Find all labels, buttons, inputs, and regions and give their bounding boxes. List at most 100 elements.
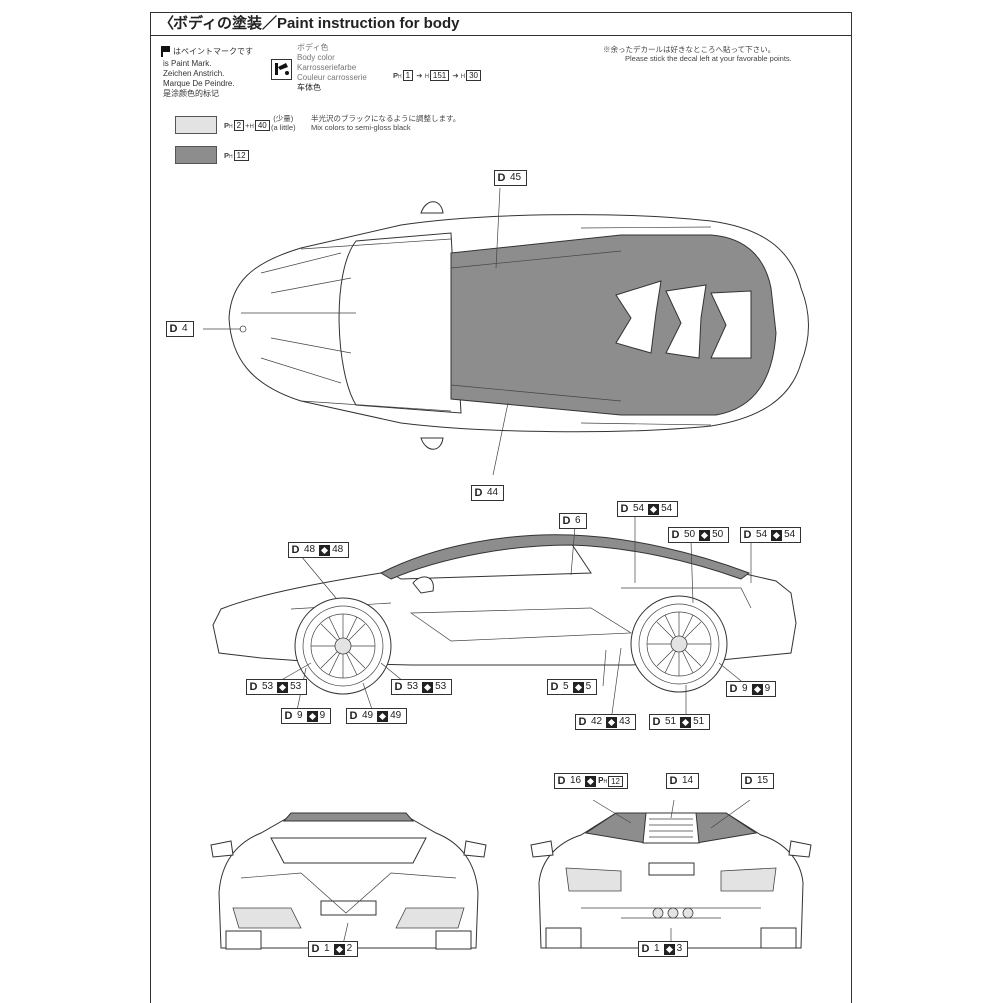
decal-icon <box>606 716 618 728</box>
mix-description-en: Mix colors to semi-gloss black <box>311 123 411 132</box>
decal-icon <box>306 710 318 722</box>
decal-icon <box>680 716 692 728</box>
callout-d51: D 51 51 <box>649 714 711 730</box>
front-view-car <box>210 812 487 950</box>
decal-letter: D <box>578 716 587 728</box>
decal-number: 54 <box>661 503 673 514</box>
decal-icon <box>277 681 289 693</box>
decal-icon <box>333 943 345 955</box>
decal-letter: D <box>349 710 358 722</box>
decal-letter: D <box>497 172 506 184</box>
decal-number: 54 <box>784 529 796 540</box>
decal-icon <box>377 710 389 722</box>
decal-letter: D <box>729 683 738 695</box>
color-code: 30 <box>466 70 481 81</box>
mix-color-swatch <box>175 116 217 134</box>
top-view-car <box>228 201 809 450</box>
decal-icon <box>422 681 434 693</box>
decal-number: 15 <box>757 775 769 786</box>
color-code: 151 <box>429 70 450 81</box>
color-code: 1 <box>402 70 414 81</box>
decal-number: 43 <box>619 716 631 727</box>
callout-d14: D 14 <box>666 773 700 789</box>
decal-number: 14 <box>682 775 694 786</box>
decal-number: 2 <box>346 943 353 954</box>
decal-number: 9 <box>297 710 303 721</box>
mix-description: 半光沢のブラックになるように調整します。 Mix colors to semi-… <box>311 114 460 132</box>
decal-letter: D <box>743 529 752 541</box>
decal-number: 53 <box>435 681 447 692</box>
decal-number: 53 <box>407 681 419 692</box>
decal-icon <box>663 943 675 955</box>
decal-number: 51 <box>693 716 705 727</box>
decal-number: 9 <box>742 683 748 694</box>
legend-line: はペイントマークです <box>173 47 253 56</box>
color-code: 40 <box>254 120 270 131</box>
decal-number: 9 <box>764 683 771 694</box>
leader-lines <box>203 187 752 954</box>
decal-number: 45 <box>510 172 522 183</box>
decal-icon <box>319 544 331 556</box>
decal-icon <box>572 681 584 693</box>
decal-letter: D <box>641 943 650 955</box>
decal-number: 48 <box>304 544 316 555</box>
decal-number: 5 <box>585 681 592 692</box>
color-code: 12 <box>608 775 623 787</box>
decal-number: 4 <box>182 323 188 334</box>
decal-icon <box>699 529 711 541</box>
callout-d45: D 45 <box>494 170 528 186</box>
mix-amount: (少量) (a little) <box>271 114 296 132</box>
legend-line: Karrosseriefarbe <box>297 63 357 72</box>
decal-number: 3 <box>676 943 683 954</box>
section-header: 〈 ボディの塗装／Paint instruction for body <box>151 13 851 36</box>
decal-letter: D <box>291 544 300 556</box>
decal-number: 50 <box>684 529 696 540</box>
decal-note-jp: ※余ったデカールは好きなところへ貼って下さい。 <box>603 45 776 54</box>
decal-icon <box>585 775 597 787</box>
car-drawings <box>203 187 812 954</box>
decal-number: 49 <box>362 710 374 721</box>
decal-number: 6 <box>575 515 581 526</box>
decal-note: ※余ったデカールは好きなところへ貼って下さい。 Please stick the… <box>603 45 843 63</box>
decal-icon <box>648 503 660 515</box>
dark-color-swatch <box>175 146 217 164</box>
legend-line: is Paint Mark. <box>163 59 212 68</box>
paint-flag-icon <box>161 46 170 57</box>
callout-d42: D 42 43 <box>575 714 637 730</box>
decal-letter: D <box>284 710 293 722</box>
legend-line: Body color <box>297 53 335 62</box>
chevron-left-icon: 〈 <box>159 15 175 32</box>
color-code: 12 <box>233 150 249 161</box>
decal-letter: D <box>671 529 680 541</box>
decal-letter: D <box>550 681 559 693</box>
decal-letter: D <box>620 503 629 515</box>
decal-number: 42 <box>591 716 603 727</box>
decal-letter: D <box>669 775 678 787</box>
decal-number: 51 <box>665 716 677 727</box>
decal-note-en: Please stick the decal left at your favo… <box>625 54 792 63</box>
decal-letter: D <box>652 716 661 728</box>
decal-number: 50 <box>712 529 724 540</box>
decal-number: 5 <box>563 681 569 692</box>
decal-letter: D <box>557 775 566 787</box>
decal-number: 16 <box>570 775 582 786</box>
decal-letter: D <box>562 515 571 527</box>
rear-view-car <box>530 812 812 949</box>
legend-line: Marque De Peindre. <box>163 79 235 88</box>
decal-letter: D <box>169 323 178 335</box>
side-view-car <box>212 534 797 695</box>
legend-line: ボディ色 <box>297 43 329 52</box>
mix-amount-jp: (少量) <box>273 114 294 123</box>
